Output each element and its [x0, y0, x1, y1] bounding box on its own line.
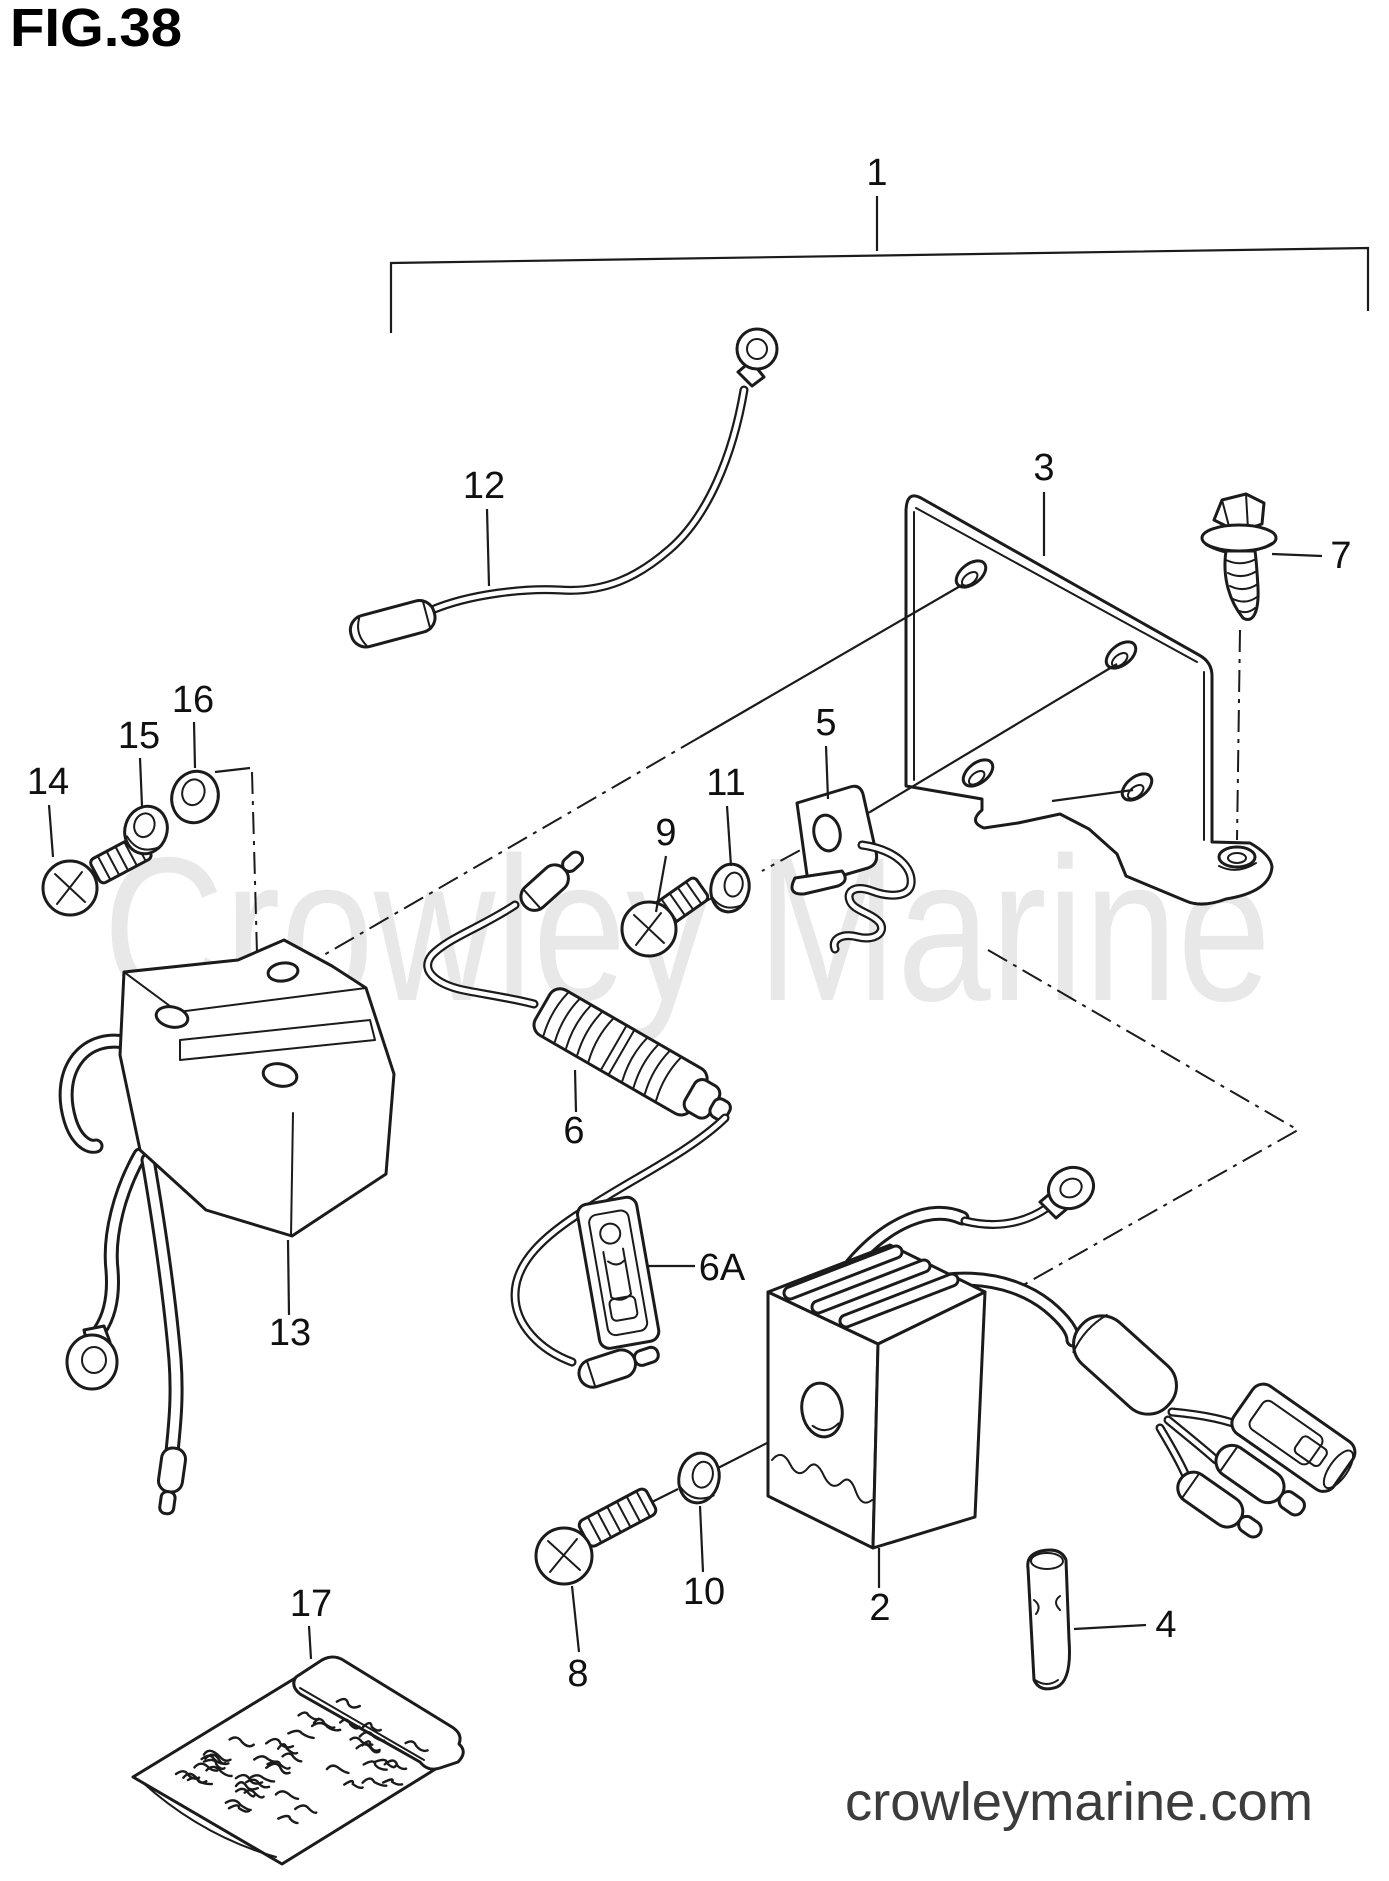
- wire-sleeve: [348, 599, 437, 649]
- parts-bag-part-17: [131, 1655, 465, 1866]
- callout-9[interactable]: 9: [655, 812, 676, 854]
- bracket-plate-part-3: [904, 494, 1274, 906]
- washer-part-16: [170, 769, 220, 825]
- callout-16[interactable]: 16: [172, 679, 214, 721]
- callout-14[interactable]: 14: [27, 761, 69, 803]
- callout-11[interactable]: 11: [706, 762, 745, 804]
- callout-15[interactable]: 15: [118, 715, 160, 757]
- rectifier-part-2: [766, 1165, 1357, 1550]
- tube-part-4: [1026, 1548, 1071, 1691]
- callout-4[interactable]: 4: [1155, 1604, 1176, 1646]
- washer-part-10: [677, 1451, 721, 1505]
- callout-2[interactable]: 2: [869, 1587, 890, 1629]
- callout-1[interactable]: 1: [866, 152, 887, 194]
- bag-texture: [174, 1697, 429, 1825]
- callout-leader-lines: [47, 196, 1323, 1660]
- screw-part-9: [620, 876, 710, 958]
- fuse-package-part-6a: [510, 1113, 730, 1389]
- flange-bolt-part-7: [1200, 492, 1278, 621]
- callout-8[interactable]: 8: [567, 1653, 588, 1695]
- footer-site-text: crowleymarine.com: [845, 1772, 1313, 1832]
- callout-7[interactable]: 7: [1330, 535, 1351, 577]
- callout-12[interactable]: 12: [463, 465, 505, 507]
- figure-title: FIG.38: [10, 0, 182, 58]
- lead-wire-part-12: [348, 327, 779, 649]
- wire-clamp-part-5: [790, 784, 916, 954]
- washer-part-11: [709, 862, 751, 914]
- assembly-span-bracket-1: [389, 246, 1370, 333]
- callout-10[interactable]: 10: [683, 1571, 725, 1613]
- ring-terminal: [735, 327, 779, 371]
- callout-17[interactable]: 17: [290, 1583, 332, 1625]
- callout-3[interactable]: 3: [1033, 447, 1054, 489]
- fuse-holder-part-6: [423, 850, 732, 1122]
- screw-part-8: [534, 1487, 658, 1586]
- callout-6a[interactable]: 6A: [699, 1247, 746, 1289]
- washer-part-15: [123, 804, 169, 856]
- ignition-coil-part-13: [58, 938, 396, 1516]
- callout-13[interactable]: 13: [269, 1312, 311, 1354]
- callout-5[interactable]: 5: [815, 702, 836, 744]
- callout-6[interactable]: 6: [563, 1110, 584, 1152]
